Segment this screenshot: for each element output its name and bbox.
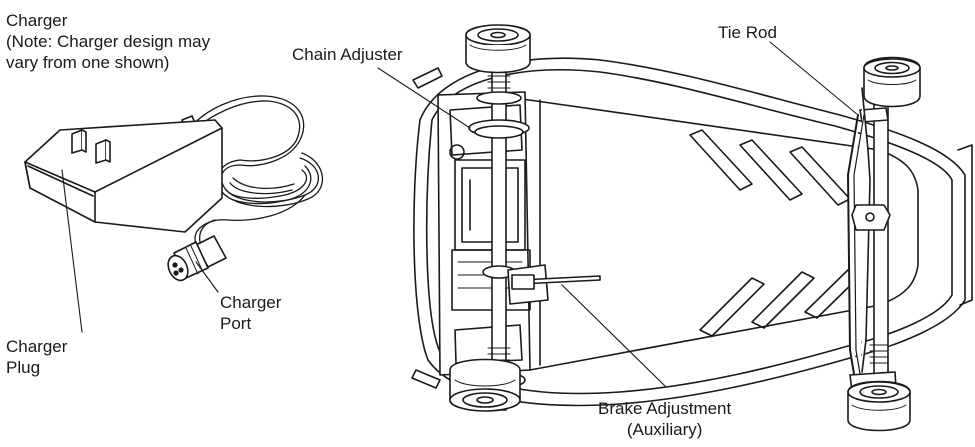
label-chain-adjuster: Chain Adjuster [292, 45, 403, 64]
wheel-front-left [863, 56, 921, 108]
label-charger-port: Charger Port [220, 293, 282, 333]
charger-port-connector [167, 235, 227, 282]
charger-plug-prongs [71, 129, 111, 164]
leader-tie-rod [769, 41, 859, 116]
label-charger-plug: Charger Plug [6, 337, 68, 377]
kart-chassis [411, 39, 973, 411]
wheel-rear-left [465, 24, 531, 74]
leader-charger-plug [61, 169, 83, 333]
charger-unit [24, 95, 324, 333]
charger-box [24, 119, 223, 233]
label-tie-rod: Tie Rod [718, 23, 777, 42]
label-charger-note-1: (Note: Charger design may [6, 32, 211, 51]
label-brake-adjustment: Brake Adjustment (Auxiliary) [598, 399, 732, 439]
leader-brake-adjustment [561, 284, 666, 387]
label-charger: Charger (Note: Charger design may vary f… [6, 10, 210, 73]
leader-charger-port [195, 261, 219, 293]
wheel-rear-right [449, 358, 521, 412]
leader-chain-adjuster [377, 67, 471, 129]
label-charger-note-2: vary from one shown) [6, 53, 170, 72]
label-charger-title: Charger [6, 11, 68, 30]
wheel-front-right [847, 380, 911, 432]
